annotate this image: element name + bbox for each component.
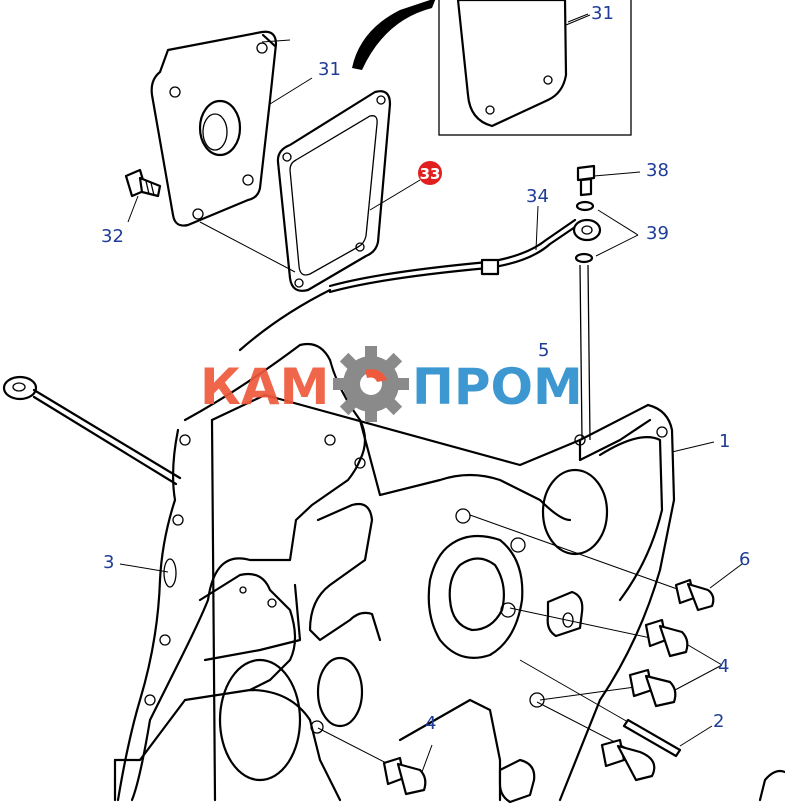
- callout-4-right: 4: [718, 656, 729, 677]
- callout-39: 39: [646, 223, 669, 244]
- callout-6: 6: [739, 549, 750, 570]
- front-cover-1: [113, 393, 676, 804]
- left-pipe-assembly: [2, 375, 182, 486]
- bolt-32: [124, 168, 162, 198]
- partial-part-bottom-right: [758, 769, 785, 802]
- callout-31-inset: 31: [591, 3, 614, 24]
- watermark-logo: КАМ ПРОМ: [200, 346, 583, 422]
- watermark-left-text: КАМ: [200, 358, 329, 416]
- callout-3: 3: [103, 552, 114, 573]
- callout-2: 2: [713, 711, 724, 732]
- callout-1: 1: [719, 431, 730, 452]
- callout-32: 32: [101, 226, 124, 247]
- callout-31: 31: [318, 59, 341, 80]
- callout-leaders: [119, 13, 743, 773]
- inset-detail-box: [438, 0, 632, 136]
- callout-labels: 31 31 32 34 38 39 5 1 3 6 4 4 2: [101, 3, 750, 734]
- bolt-4-bottom: [536, 701, 656, 782]
- pin-2: [519, 659, 682, 758]
- bolt-6: [469, 514, 715, 612]
- banjo-fitting-38-39: [572, 164, 602, 441]
- bolt-4-upper: [509, 607, 689, 658]
- callout-34: 34: [526, 186, 549, 207]
- callout-5: 5: [538, 340, 549, 361]
- gear-icon: [333, 346, 409, 422]
- callout-4-bottom: 4: [425, 713, 436, 734]
- inset-pointer-arrow: [352, 0, 436, 70]
- pipe-34: [238, 218, 580, 352]
- highlight-marker-33: 33: [418, 161, 442, 185]
- callout-33: 33: [420, 165, 441, 183]
- gasket-3: [116, 342, 367, 802]
- watermark-right-text: ПРОМ: [412, 358, 583, 416]
- bolt-4-middle: [539, 668, 677, 708]
- cover-plate-31: [150, 30, 278, 227]
- gasket-33: [276, 90, 392, 292]
- bolt-4-lower: [317, 727, 427, 796]
- callout-38: 38: [646, 160, 669, 181]
